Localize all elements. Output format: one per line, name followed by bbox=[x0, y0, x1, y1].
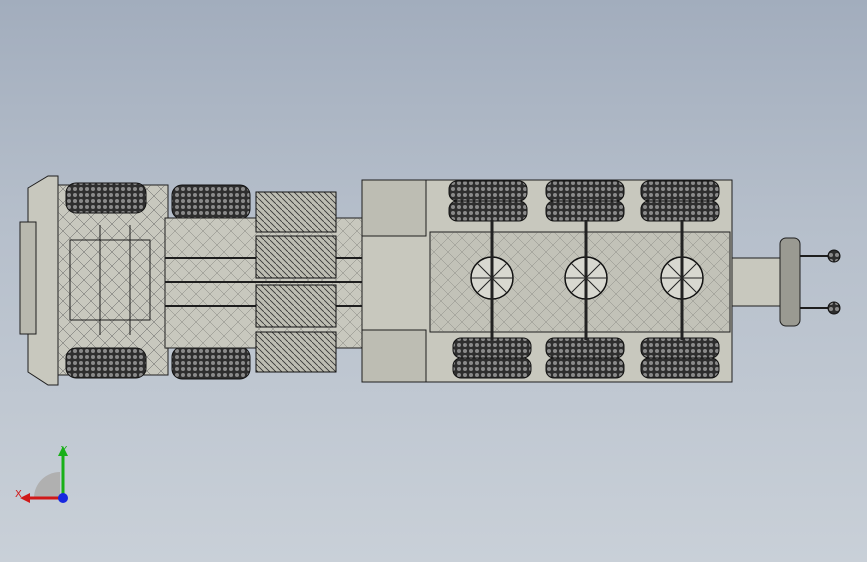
z-axis-point bbox=[58, 493, 68, 503]
y-axis-arrow bbox=[58, 446, 68, 456]
rear-wheels-top bbox=[448, 180, 720, 222]
rear-wheels-bottom bbox=[452, 337, 720, 379]
x-axis-label: X bbox=[15, 489, 22, 500]
fuel-tanks bbox=[255, 191, 337, 373]
triad-plane bbox=[34, 472, 60, 498]
cab bbox=[19, 175, 169, 386]
front-wheels bbox=[65, 182, 251, 380]
axis-triad: Y X bbox=[15, 445, 68, 503]
y-axis-label: Y bbox=[60, 445, 68, 456]
x-axis-arrow bbox=[20, 493, 30, 503]
differentials bbox=[470, 220, 704, 340]
rear-hitch bbox=[731, 237, 841, 327]
